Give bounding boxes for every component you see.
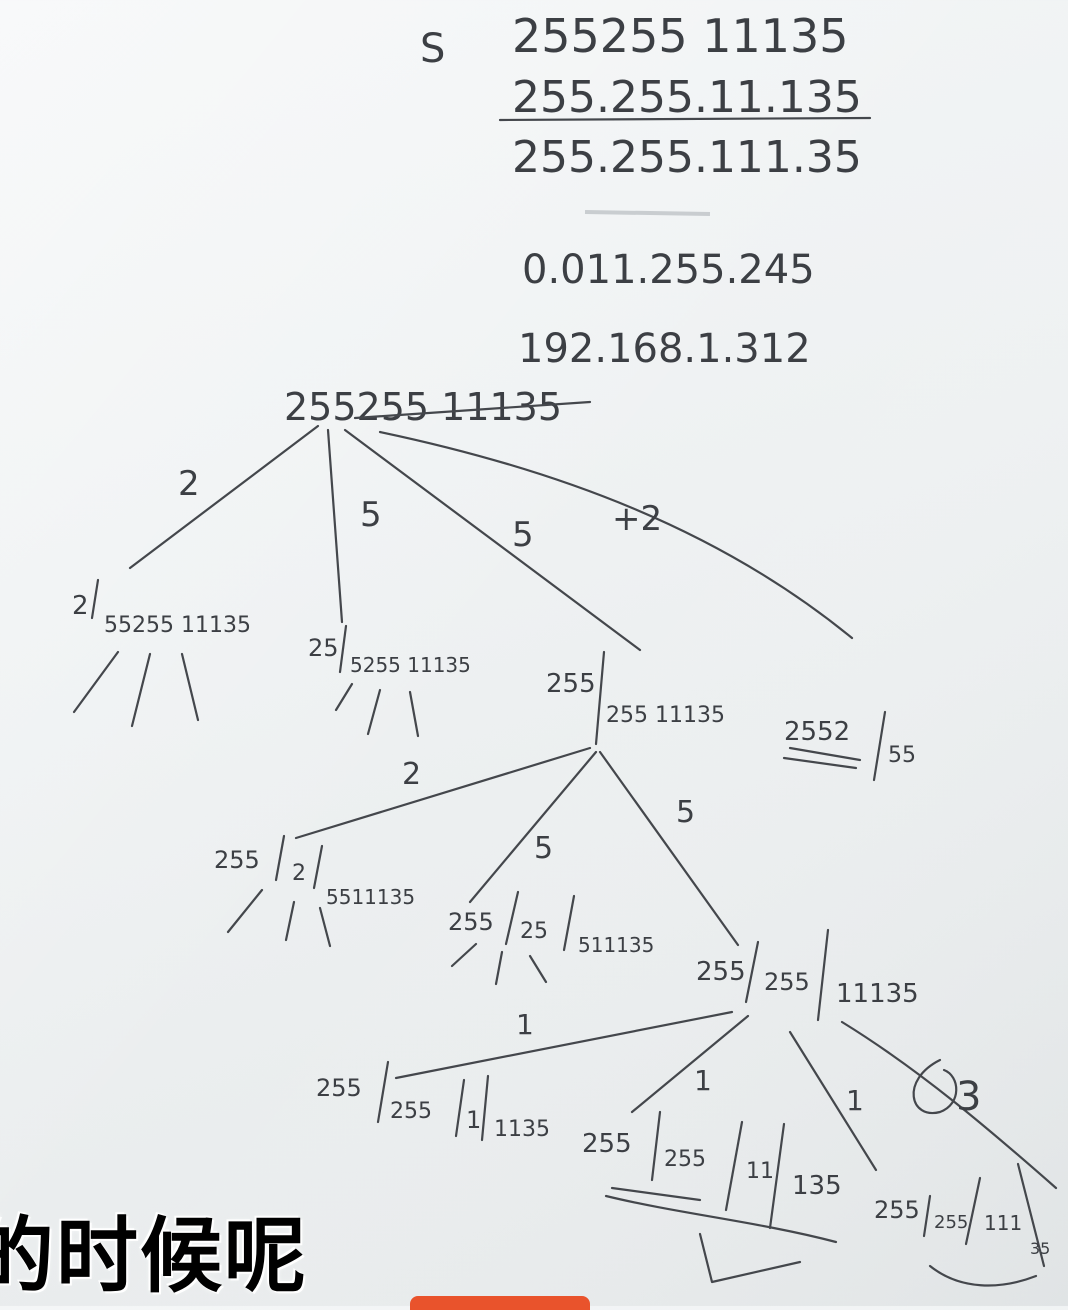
node-8-part-1: 255 bbox=[316, 1074, 362, 1102]
node-10-split-3 bbox=[1016, 1162, 1046, 1268]
branch-root-n1 bbox=[128, 424, 320, 570]
node-3-split bbox=[594, 650, 606, 746]
node-10-part-4: 35 bbox=[1030, 1239, 1050, 1258]
root-underline bbox=[353, 400, 592, 420]
node-5-part-3: 5511135 bbox=[326, 885, 415, 909]
node-7-split-2 bbox=[816, 928, 830, 1022]
node-9-split-3 bbox=[768, 1122, 786, 1230]
node-5-part-1: 255 bbox=[214, 846, 260, 874]
node-9-part-4: 135 bbox=[792, 1171, 842, 1201]
node-5-children-stubs bbox=[226, 888, 332, 948]
node-1-split bbox=[90, 578, 100, 620]
edge-label-1a: 1 bbox=[516, 1008, 534, 1041]
node-10-split-1 bbox=[922, 1194, 932, 1238]
invalid-example-2: 192.168.1.312 bbox=[518, 326, 811, 372]
split-2: 255.255.111.35 bbox=[512, 132, 862, 183]
edge-label-plus2: +2 bbox=[612, 499, 662, 539]
node-5-split-1 bbox=[274, 834, 286, 882]
node-9-checkmark bbox=[698, 1232, 802, 1284]
node-10-part-2: 255 bbox=[934, 1212, 968, 1233]
edge-label-1b: 1 bbox=[694, 1064, 712, 1097]
node-6-children-stubs bbox=[450, 942, 548, 986]
node-10-part-1: 255 bbox=[874, 1196, 920, 1224]
s-label: S bbox=[420, 26, 445, 72]
edge-label-5c: 5 bbox=[534, 831, 553, 866]
node-10-underline bbox=[928, 1264, 1038, 1287]
node-2-split bbox=[338, 624, 348, 674]
node-4-split bbox=[872, 710, 887, 782]
node-1-head: 2 bbox=[72, 591, 89, 621]
node-7-split-1 bbox=[744, 940, 760, 1004]
node-6-part-1: 255 bbox=[448, 908, 494, 936]
node-8-split-2 bbox=[454, 1078, 466, 1138]
branch-n7-n9 bbox=[630, 1014, 750, 1114]
edge-label-5d: 5 bbox=[676, 795, 695, 830]
edge-label-2b: 2 bbox=[402, 757, 421, 792]
node-2-head: 25 bbox=[308, 634, 339, 662]
branch-n7-n8 bbox=[394, 1010, 734, 1080]
node-1-rest: 55255 11135 bbox=[104, 613, 251, 638]
node-2-rest: 5255 11135 bbox=[350, 653, 471, 677]
node-9-split-2 bbox=[724, 1120, 744, 1212]
node-8-part-3: 1 bbox=[466, 1106, 481, 1134]
node-9-underline bbox=[604, 1186, 838, 1244]
node-10-split-2 bbox=[964, 1176, 982, 1246]
split-1-underline bbox=[498, 116, 872, 122]
branch-n3-n5 bbox=[294, 746, 592, 840]
node-3-rest: 255 11135 bbox=[606, 703, 725, 728]
node-8-part-4: 1135 bbox=[494, 1117, 550, 1142]
node-9-part-1: 255 bbox=[582, 1129, 632, 1159]
branch-n3-n6 bbox=[468, 750, 598, 904]
subtitle-caption: 的时候呢 bbox=[0, 1209, 309, 1304]
node-9-part-3: 11 bbox=[746, 1159, 774, 1184]
node-6-split-1 bbox=[504, 890, 520, 946]
node-9-part-2: 255 bbox=[664, 1147, 706, 1172]
node-9-split-1 bbox=[650, 1110, 662, 1182]
node-8-split-3 bbox=[480, 1074, 490, 1142]
node-1-children-stubs bbox=[72, 650, 200, 728]
s-value: 255255 11135 bbox=[512, 9, 849, 63]
node-6-part-3: 511135 bbox=[578, 933, 654, 957]
node-7-part-1: 255 bbox=[696, 957, 746, 987]
edge-label-1c: 1 bbox=[846, 1084, 864, 1117]
circle-mark bbox=[912, 1058, 958, 1115]
node-10-part-3: 111 bbox=[984, 1211, 1022, 1235]
orange-ui-tab bbox=[410, 1296, 590, 1310]
node-5-part-2: 2 bbox=[292, 861, 306, 886]
node-7-part-3: 11135 bbox=[836, 979, 919, 1009]
node-8-part-2: 255 bbox=[390, 1099, 432, 1124]
branch-root-n3 bbox=[343, 428, 642, 652]
edge-label-5b: 5 bbox=[512, 515, 534, 555]
node-8-split-1 bbox=[376, 1060, 390, 1124]
node-4-rest: 55 bbox=[888, 743, 916, 768]
branch-root-n2 bbox=[326, 428, 344, 624]
edge-label-5a: 5 bbox=[360, 495, 382, 535]
split-1: 255.255.11.135 bbox=[512, 72, 862, 123]
branch-n7-n10 bbox=[788, 1030, 878, 1172]
branch-n3-n7 bbox=[598, 750, 740, 947]
node-7-part-2: 255 bbox=[764, 968, 810, 996]
node-4-head: 2552 bbox=[784, 717, 850, 747]
node-6-part-2: 25 bbox=[520, 919, 548, 944]
edge-label-2: 2 bbox=[178, 464, 200, 504]
node-3-head: 255 bbox=[546, 669, 596, 699]
node-2-children-stubs bbox=[334, 682, 420, 738]
edge-label-3: 3 bbox=[956, 1074, 981, 1120]
node-6-split-2 bbox=[562, 894, 576, 952]
faded-divider bbox=[584, 210, 711, 216]
node-5-split-2 bbox=[312, 844, 324, 890]
invalid-example-1: 0.011.255.245 bbox=[522, 247, 815, 293]
branch-root-n4 bbox=[378, 430, 854, 640]
node-4-double-underline bbox=[782, 746, 862, 770]
